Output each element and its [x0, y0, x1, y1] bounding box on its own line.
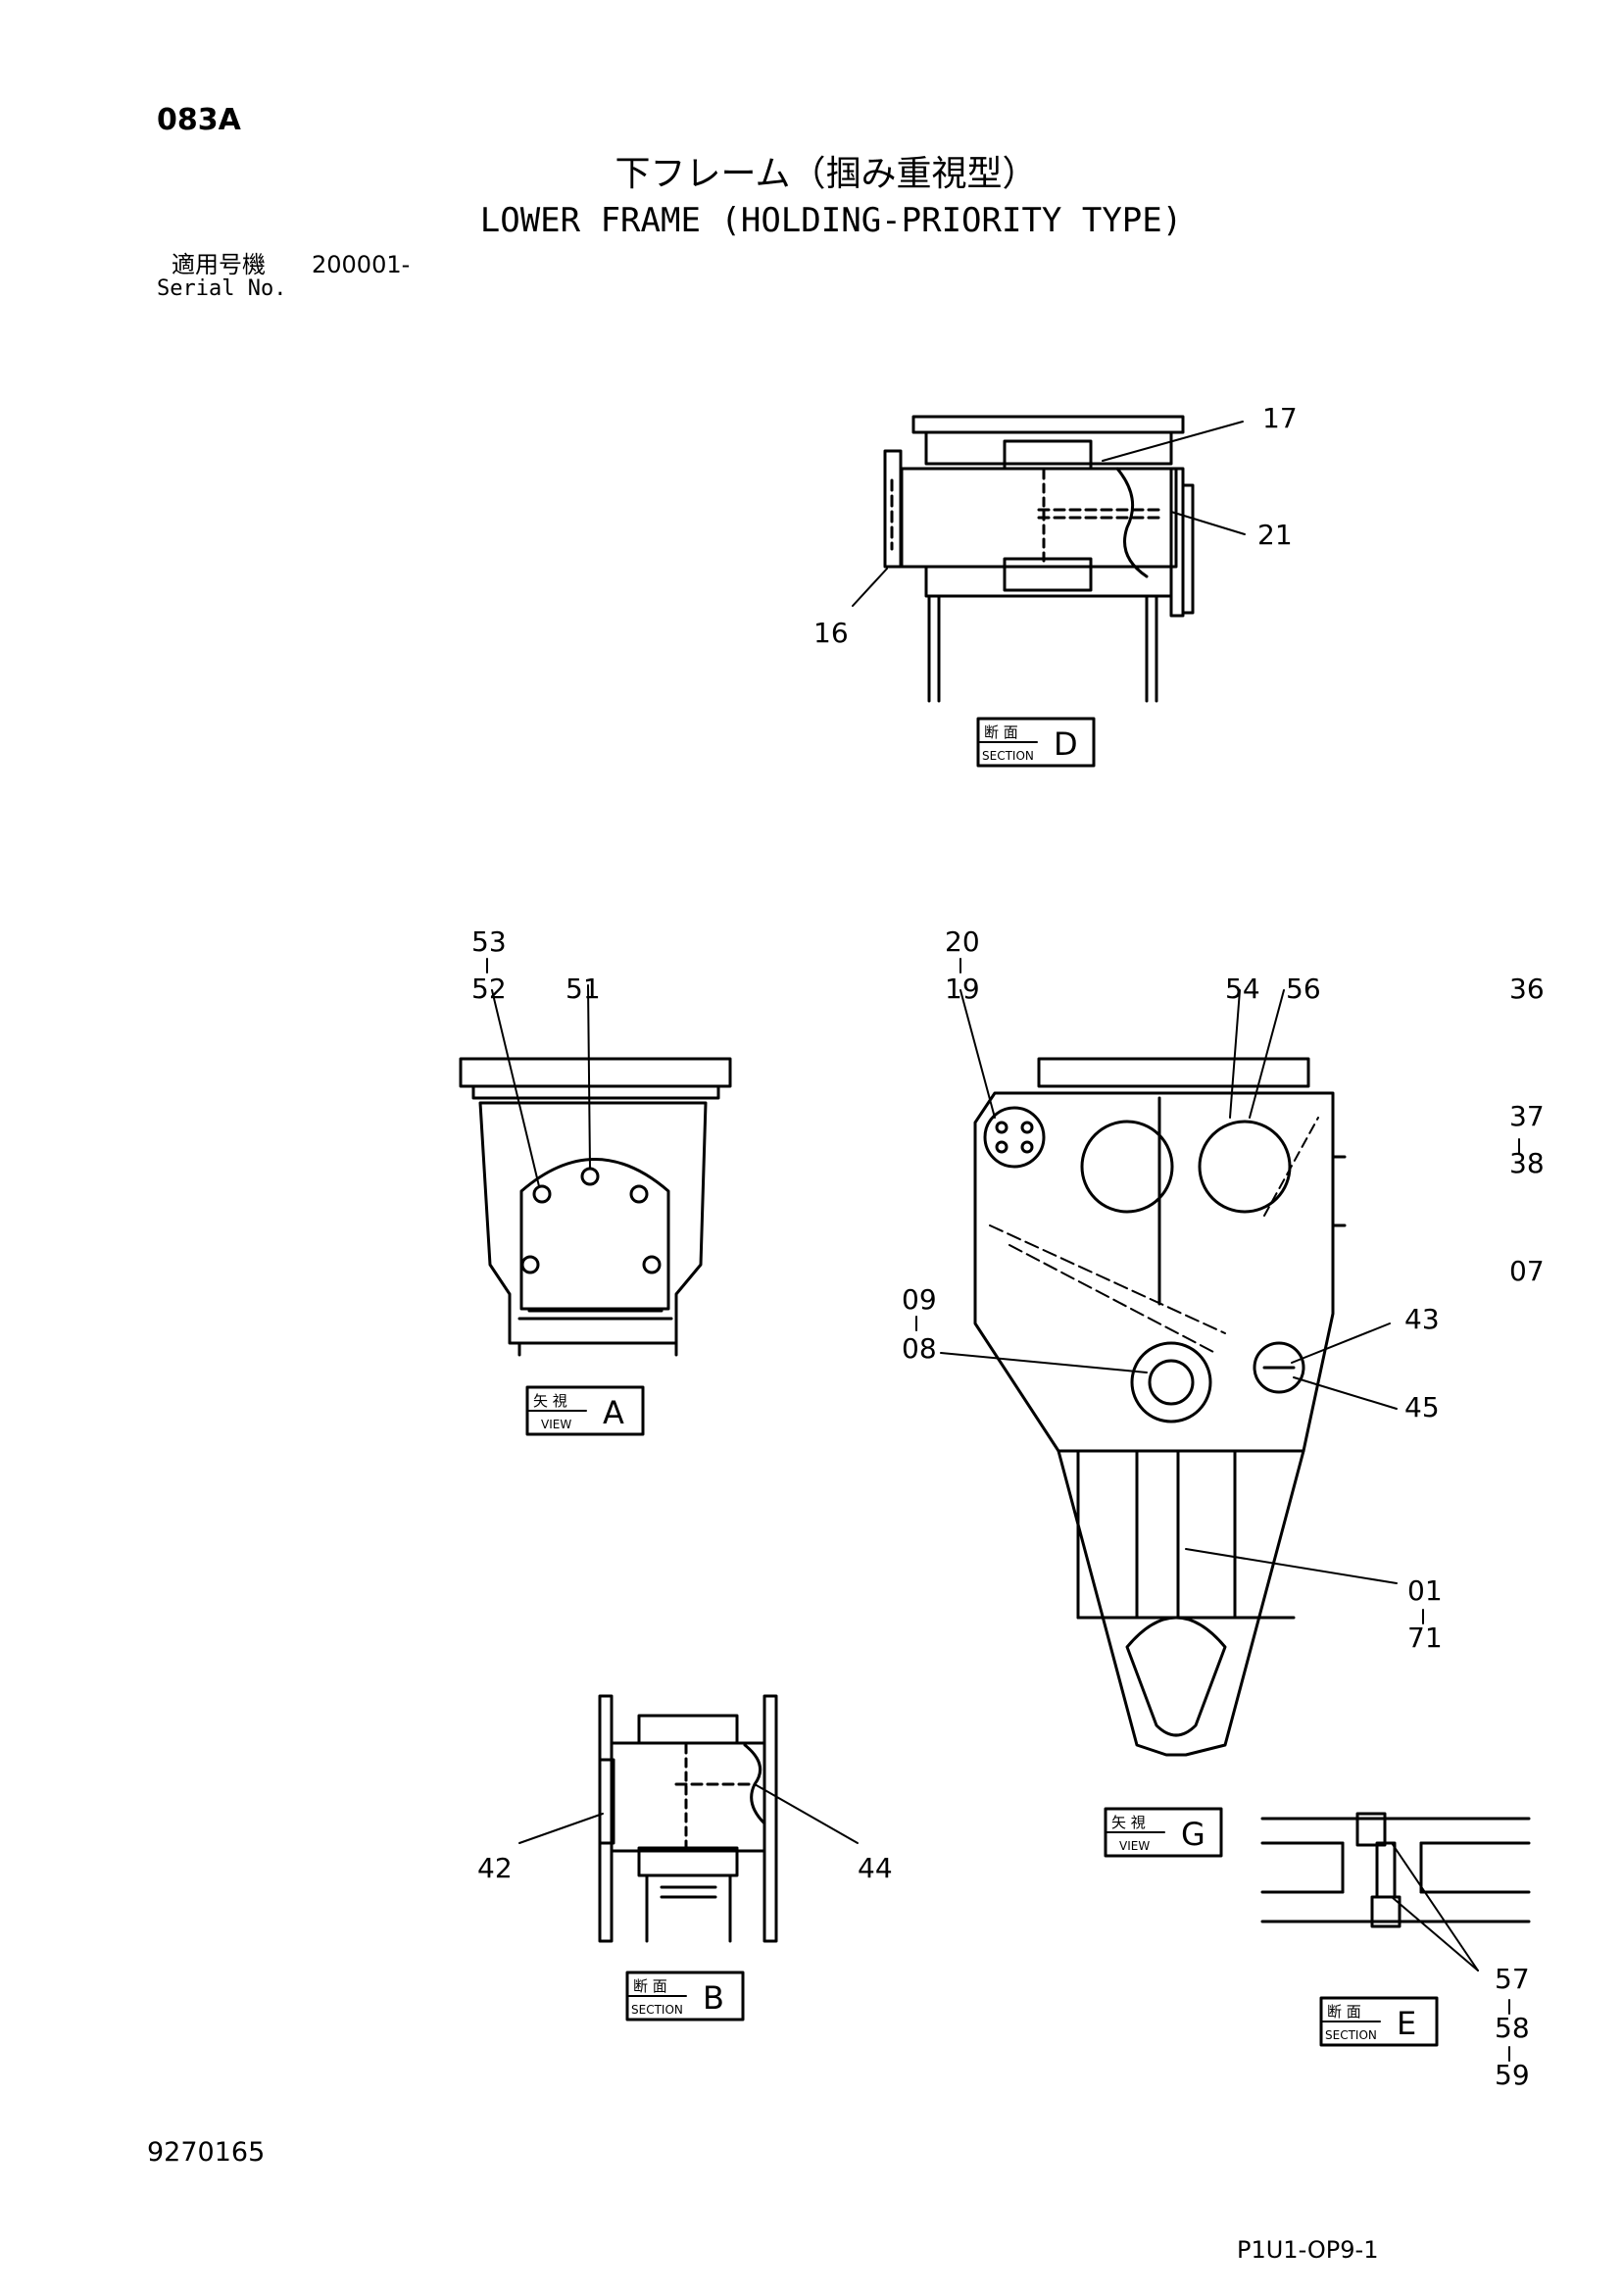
- callout-38: 38: [1509, 1147, 1545, 1179]
- title-japanese: 下フレーム（掴み重視型）: [615, 154, 1038, 194]
- view-a-drawing: [459, 984, 732, 1357]
- callout-17: 17: [1262, 402, 1298, 434]
- serial-value: 200001-: [312, 251, 411, 278]
- section-d-letter: D: [1054, 725, 1078, 763]
- section-b-drawing: [518, 1694, 859, 1943]
- document-number: 9270165: [147, 2137, 266, 2168]
- section-d-drawing: [852, 415, 1246, 703]
- callout-36: 36: [1509, 973, 1545, 1005]
- callout-19: 19: [945, 973, 980, 1005]
- serial-label-japanese: 適用号機: [172, 251, 266, 278]
- section-e-word: SECTION: [1325, 2028, 1377, 2042]
- section-b-word: SECTION: [631, 2003, 683, 2017]
- section-b-kanji: 断 面: [633, 1977, 667, 1995]
- callout-connectors: [486, 958, 1520, 2062]
- callout-51: 51: [566, 973, 601, 1005]
- section-e-kanji: 断 面: [1327, 2003, 1361, 2021]
- callout-52: 52: [471, 973, 507, 1005]
- callout-54: 54: [1225, 973, 1260, 1005]
- callout-07: 07: [1509, 1255, 1545, 1287]
- callout-58: 58: [1495, 2012, 1530, 2044]
- main-side-view-drawing: [940, 989, 1398, 1757]
- callout-59: 59: [1495, 2059, 1530, 2091]
- callout-16: 16: [813, 617, 849, 649]
- section-b-letter: B: [703, 1979, 724, 2017]
- section-b-label: [625, 1971, 745, 2021]
- section-e-label: [1319, 1996, 1439, 2047]
- callout-53: 53: [471, 925, 507, 958]
- callout-01: 01: [1407, 1574, 1443, 1607]
- callout-20: 20: [945, 925, 980, 958]
- section-d-word: SECTION: [982, 749, 1034, 763]
- callout-43: 43: [1404, 1303, 1440, 1335]
- title-english: LOWER FRAME (HOLDING-PRIORITY TYPE): [479, 201, 1183, 240]
- view-a-letter: A: [603, 1394, 624, 1431]
- page-code: 083A: [157, 103, 241, 137]
- view-g-label: [1104, 1807, 1223, 1858]
- callout-08: 08: [902, 1332, 937, 1365]
- section-d-label: [976, 717, 1096, 768]
- view-g-letter: G: [1181, 1816, 1205, 1853]
- callout-42: 42: [477, 1852, 513, 1884]
- view-a-kanji: 矢 視: [533, 1392, 567, 1410]
- callout-44: 44: [858, 1852, 893, 1884]
- page-reference: P1U1-OP9-1: [1237, 2236, 1379, 2264]
- callout-21: 21: [1257, 519, 1293, 551]
- view-g-word: VIEW: [1119, 1839, 1150, 1853]
- section-d-kanji: 断 面: [984, 724, 1018, 741]
- view-a-word: VIEW: [541, 1418, 571, 1431]
- callout-09: 09: [902, 1283, 937, 1316]
- callout-37: 37: [1509, 1100, 1545, 1132]
- view-g-kanji: 矢 視: [1111, 1814, 1146, 1831]
- section-e-letter: E: [1397, 2005, 1416, 2042]
- section-e-drawing: [1260, 1812, 1531, 1972]
- callout-57: 57: [1495, 1963, 1530, 1995]
- serial-label-english: Serial No.: [157, 276, 287, 301]
- callout-56: 56: [1286, 973, 1321, 1005]
- callout-71: 71: [1407, 1622, 1443, 1654]
- view-a-label: [525, 1385, 645, 1436]
- callout-45: 45: [1404, 1391, 1440, 1423]
